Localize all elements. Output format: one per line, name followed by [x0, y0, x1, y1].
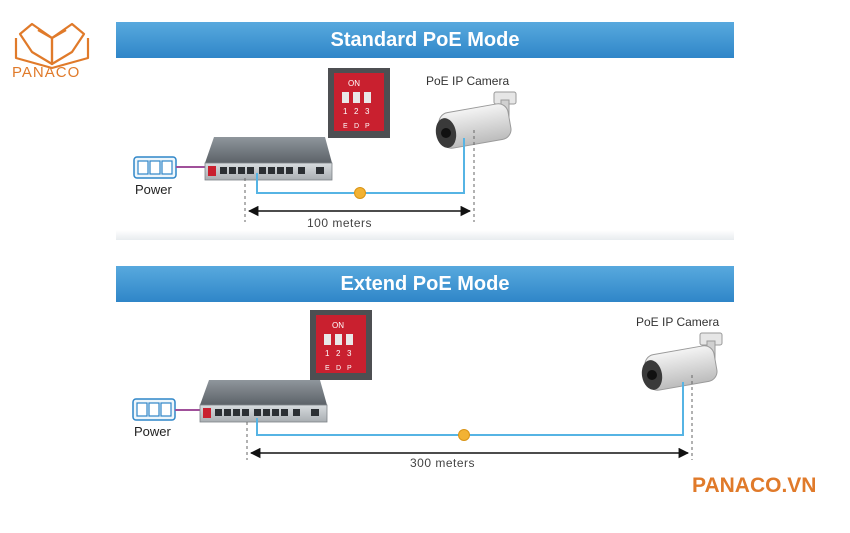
- brand-logo-text: PANACO: [12, 64, 81, 81]
- ip-camera-icon: [641, 332, 723, 391]
- panel-title: Extend PoE Mode: [340, 273, 510, 295]
- svg-text:D: D: [336, 365, 341, 372]
- panel-extend-poe: Extend PoE Mode: [116, 266, 734, 466]
- svg-text:2: 2: [336, 349, 341, 358]
- svg-text:E: E: [343, 123, 348, 130]
- distance-label: 100 meters: [307, 216, 373, 230]
- camera-label: PoE IP Camera: [426, 74, 510, 88]
- svg-text:1: 1: [343, 107, 348, 116]
- ip-camera-icon: [435, 91, 517, 149]
- camera-label: PoE IP Camera: [636, 315, 720, 329]
- dip-switch-icon: ON 1 2 3 E D P: [328, 68, 390, 138]
- panel-banner: [116, 22, 734, 58]
- power-label: Power: [134, 424, 171, 439]
- panel-title: Standard PoE Mode: [330, 29, 520, 51]
- svg-text:3: 3: [347, 349, 352, 358]
- power-label: Power: [135, 182, 172, 197]
- panel-banner: [116, 266, 734, 302]
- distance-label: 300 meters: [410, 456, 476, 470]
- svg-text:2: 2: [354, 107, 359, 116]
- svg-text:P: P: [347, 365, 352, 372]
- poe-badge-icon: [354, 187, 366, 199]
- poe-badge-icon: [458, 429, 470, 441]
- power-strip-icon: [133, 156, 177, 179]
- svg-text:ON: ON: [348, 79, 360, 88]
- panel-standard-poe: Standard PoE Mode: [116, 22, 734, 240]
- dip-switch-icon: ON 1 2 3 E D P: [310, 310, 372, 380]
- svg-text:1: 1: [325, 349, 330, 358]
- svg-text:ON: ON: [332, 321, 344, 330]
- poe-switch-icon: [199, 380, 328, 423]
- svg-text:D: D: [354, 123, 359, 130]
- power-strip-icon: [132, 398, 176, 421]
- brand-url: PANACO.VN: [692, 474, 817, 497]
- poe-switch-icon: [204, 137, 333, 181]
- svg-text:P: P: [365, 123, 370, 130]
- svg-text:3: 3: [365, 107, 370, 116]
- book-logo-icon: [14, 22, 90, 70]
- svg-text:E: E: [325, 365, 330, 372]
